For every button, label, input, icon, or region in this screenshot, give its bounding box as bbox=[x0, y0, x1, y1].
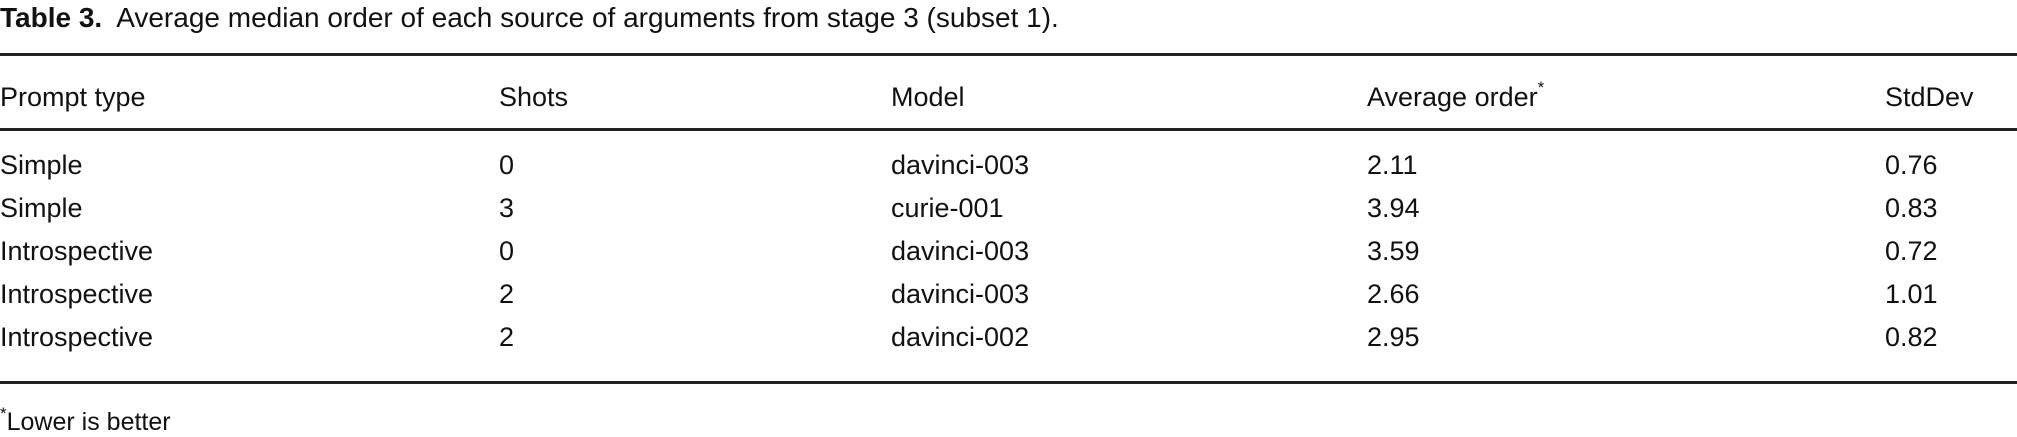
cell-model: davinci-003 bbox=[891, 279, 1030, 309]
cell-shots: 0 bbox=[499, 236, 515, 266]
cell-stddev: 0.83 bbox=[1885, 193, 1938, 223]
header-prompt-type: Prompt type bbox=[0, 82, 146, 112]
cell-average-order: 3.59 bbox=[1367, 236, 1420, 266]
header-average-order-label: Average order bbox=[1367, 82, 1538, 112]
cell-average-order: 2.66 bbox=[1367, 279, 1420, 309]
table-label: Table 3. bbox=[0, 2, 103, 33]
cell-stddev: 1.01 bbox=[1885, 279, 1938, 309]
footnote-marker: * bbox=[1537, 78, 1545, 97]
caption-text: Average median order of each source of a… bbox=[116, 2, 1059, 33]
cell-model: curie-001 bbox=[891, 193, 1004, 223]
bottom-rule bbox=[0, 381, 2017, 384]
header-average-order: Average order* bbox=[1367, 78, 1544, 113]
cell-model: davinci-002 bbox=[891, 322, 1030, 352]
table-footnote: *Lower is better bbox=[0, 404, 171, 437]
cell-shots: 2 bbox=[499, 279, 515, 309]
header-shots: Shots bbox=[499, 82, 569, 112]
cell-average-order: 2.95 bbox=[1367, 322, 1420, 352]
cell-prompt-type: Introspective bbox=[0, 236, 154, 266]
cell-model: davinci-003 bbox=[891, 236, 1030, 266]
cell-stddev: 0.72 bbox=[1885, 236, 1938, 266]
cell-average-order: 3.94 bbox=[1367, 193, 1420, 223]
cell-shots: 3 bbox=[499, 193, 515, 223]
top-rule bbox=[0, 53, 2017, 56]
footnote-text: Lower is better bbox=[6, 408, 171, 436]
cell-shots: 2 bbox=[499, 322, 515, 352]
cell-prompt-type: Simple bbox=[0, 150, 83, 180]
table-caption: Table 3. Average median order of each sou… bbox=[0, 2, 1059, 34]
header-stddev: StdDev bbox=[1885, 82, 1974, 112]
cell-prompt-type: Simple bbox=[0, 193, 83, 223]
cell-stddev: 0.82 bbox=[1885, 322, 1938, 352]
cell-prompt-type: Introspective bbox=[0, 322, 154, 352]
header-rule bbox=[0, 128, 2017, 131]
cell-model: davinci-003 bbox=[891, 150, 1030, 180]
header-model: Model bbox=[891, 82, 965, 112]
cell-shots: 0 bbox=[499, 150, 515, 180]
cell-average-order: 2.11 bbox=[1367, 150, 1418, 180]
cell-prompt-type: Introspective bbox=[0, 279, 154, 309]
cell-stddev: 0.76 bbox=[1885, 150, 1938, 180]
footnote-marker: * bbox=[0, 404, 7, 423]
